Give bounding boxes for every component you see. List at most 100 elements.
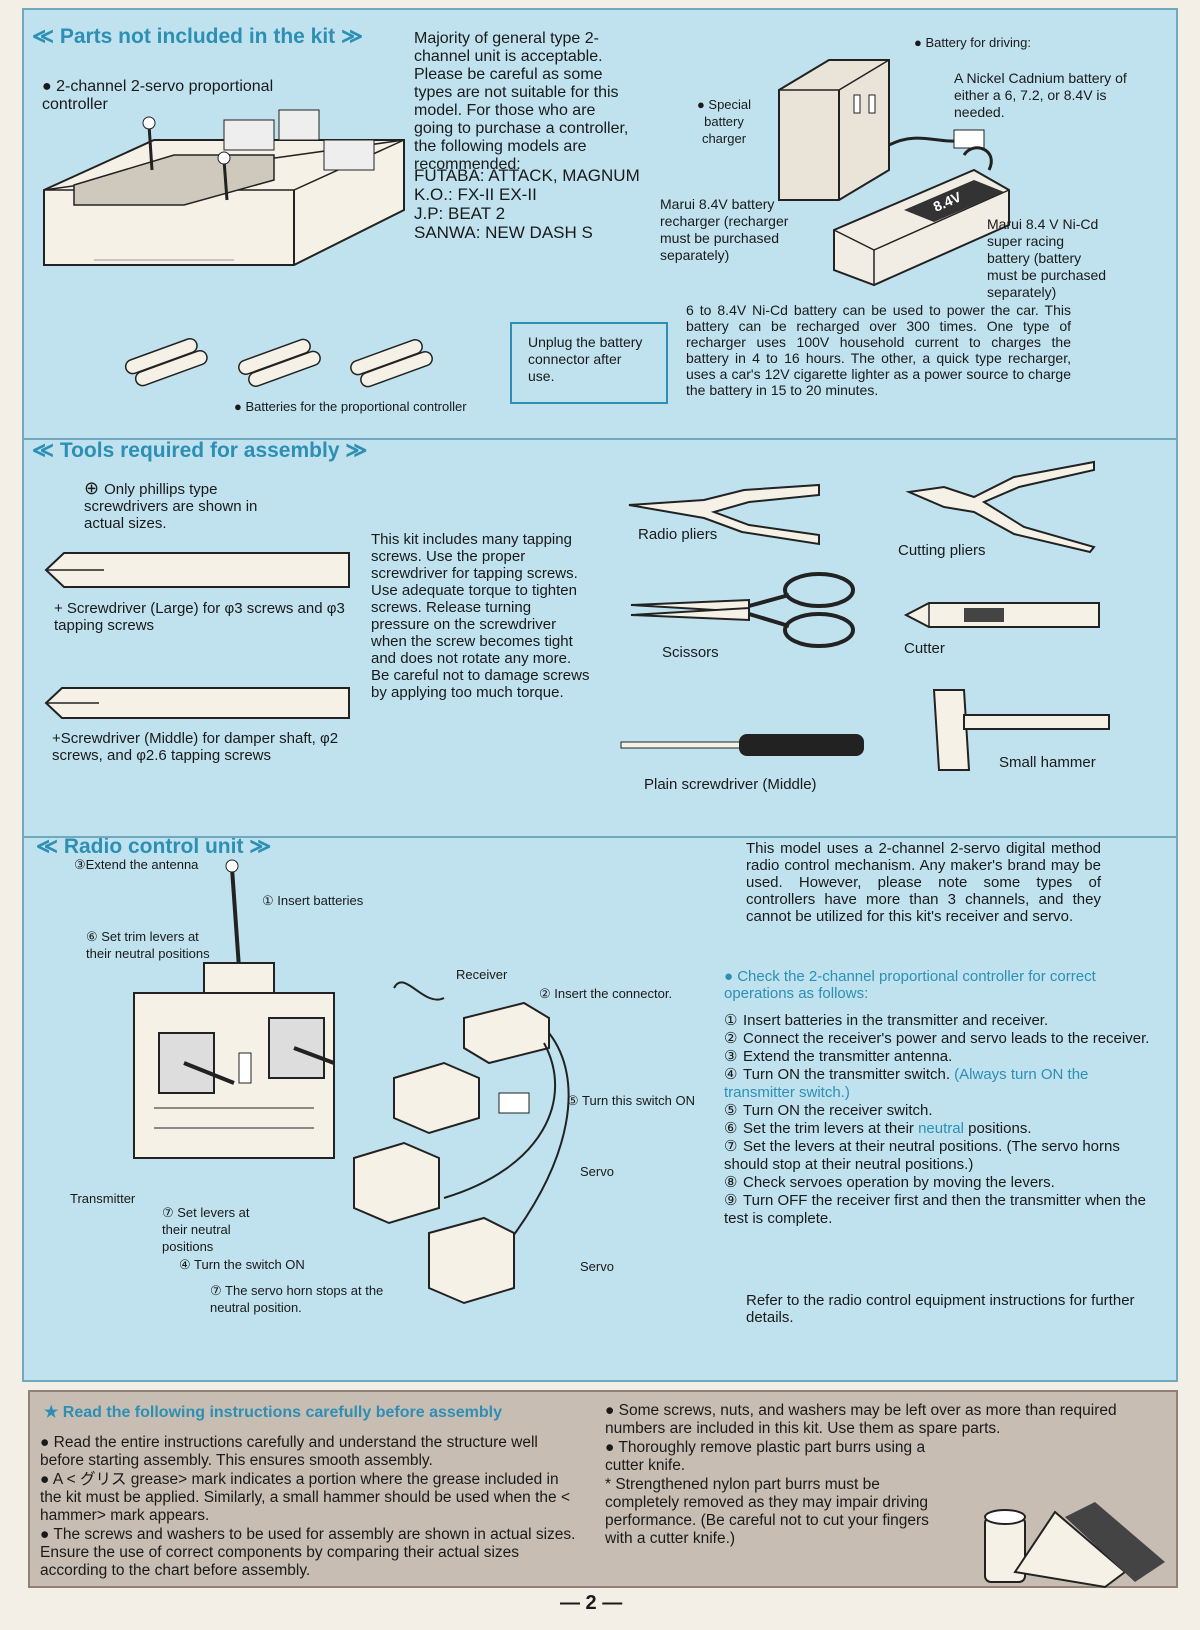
- recharger-text: Marui 8.4V battery recharger (recharger …: [660, 196, 789, 263]
- step-6-highlight: neutral: [918, 1120, 964, 1137]
- kit-text: This kit includes many tapping screws. U…: [371, 531, 590, 701]
- note-left-1: ● Read the entire instructions carefully…: [40, 1434, 538, 1469]
- screwdriver-middle-illustration: [44, 687, 350, 719]
- tools-section: ≪ Tools required for assembly ≫ ⊕ Only p…: [22, 438, 1178, 838]
- nicad-text: A Nickel Cadnium battery of either a 6, …: [954, 70, 1127, 120]
- batteries-label: ● Batteries for the proportional control…: [234, 399, 467, 414]
- note-left-3: ● The screws and washers to be used for …: [40, 1526, 576, 1579]
- plain-screwdriver-illustration: [620, 734, 864, 756]
- nicd-paragraph: 6 to 8.4V Ni-Cd battery can be used to p…: [686, 302, 1071, 398]
- model-ko: K.O.: FX-II EX-II: [414, 185, 537, 204]
- label-insert-connector: ② Insert the connector.: [539, 986, 673, 1001]
- charger-illustration: [778, 59, 985, 201]
- label-insert-batteries: ① Insert batteries: [262, 893, 364, 908]
- model-futaba: FUTABA: ATTACK, MAGNUM: [414, 166, 640, 185]
- tools-title: ≪ Tools required for assembly ≫: [32, 439, 368, 462]
- step-6-after: positions.: [968, 1120, 1032, 1137]
- step-1-number: ①: [724, 1012, 738, 1029]
- label-set-trim: ⑥ Set trim levers at their neutral posit…: [86, 929, 210, 961]
- step-8: ⑧ Check servoes operation by moving the l…: [724, 1174, 1154, 1192]
- small-hammer-label: Small hammer: [999, 754, 1096, 771]
- scissors-label: Scissors: [662, 644, 719, 661]
- hammer-illustration: [932, 689, 1110, 771]
- label-transmitter: Transmitter: [70, 1191, 136, 1206]
- label-servo-a: Servo: [580, 1164, 614, 1179]
- step-5-text: Turn ON the receiver switch.: [743, 1102, 933, 1119]
- label-servo-b: Servo: [580, 1259, 614, 1274]
- unplug-box: Unplug the battery connector after use.: [510, 322, 668, 404]
- label-switch-on: ⑤ Turn this switch ON: [567, 1093, 695, 1108]
- note-right-1: ● Some screws, nuts, and washers may be …: [605, 1402, 1117, 1437]
- step-9-number: ⑨: [724, 1192, 738, 1209]
- step-4-note: (Always turn ON the transmitter switch.): [724, 1066, 1089, 1101]
- controller-illustration: [43, 109, 405, 266]
- step-3: ③ Extend the transmitter antenna.: [724, 1048, 1154, 1066]
- racing-battery-text: Marui 8.4 V Ni-Cd super racing battery (…: [987, 216, 1107, 300]
- battery-pack-illustration: 8.4V: [833, 146, 1010, 287]
- step-2-number: ②: [724, 1030, 738, 1047]
- parts-section: ≪ Parts not included in the kit ≫ ● 2-ch…: [22, 8, 1178, 440]
- controller-label: ● 2-channel 2-servo proportional control…: [42, 78, 274, 113]
- step-3-text: Extend the transmitter antenna.: [743, 1048, 953, 1065]
- step-1: ① Insert batteries in the transmitter and…: [724, 1012, 1154, 1030]
- phillips-note: ⊕ Only phillips type screwdrivers are sh…: [84, 478, 294, 532]
- transmitter-illustration: [133, 859, 335, 1159]
- cutter-illustration: [903, 602, 1100, 628]
- notes-section: ★ Read the following instructions carefu…: [28, 1390, 1178, 1589]
- screwdriver-large-label: + Screwdriver (Large) for φ3 screws and …: [54, 600, 345, 634]
- models-text: Majority of general type 2-channel unit …: [414, 30, 629, 173]
- step-9-text: Turn OFF the receiver first and then the…: [724, 1192, 1146, 1227]
- screwdriver-large-illustration: [44, 552, 350, 588]
- label-turn-switch: ④ Turn the switch ON: [179, 1257, 305, 1272]
- step-8-text: Check servoes operation by moving the le…: [743, 1174, 1055, 1191]
- step-4-text: Turn ON the transmitter switch.: [743, 1066, 950, 1083]
- cutting-pliers-illustration: [905, 460, 1096, 554]
- step-5: ⑤ Turn ON the receiver switch.: [724, 1102, 1154, 1120]
- page-number: — 2 —: [560, 1592, 623, 1614]
- step-3-number: ③: [724, 1048, 738, 1065]
- step-6-text: Set the trim levers at their: [743, 1120, 914, 1137]
- label-horn-stops: ⑦ The servo horn stops at the neutral po…: [210, 1283, 384, 1315]
- label-receiver: Receiver: [456, 967, 508, 982]
- note-right-3: * Strengthened nylon part burrs must be …: [605, 1476, 929, 1547]
- cutter-knife-illustration: [984, 1502, 1165, 1589]
- notes-right-list: ● Some screws, nuts, and washers may be …: [605, 1402, 1170, 1549]
- notes-left-list: ● Read the entire instructions carefully…: [40, 1434, 580, 1581]
- step-8-number: ⑧: [724, 1174, 738, 1191]
- step-1-text: Insert batteries in the transmitter and …: [743, 1012, 1049, 1029]
- charger-label: ● Special battery charger: [696, 97, 752, 146]
- cutting-pliers-label: Cutting pliers: [898, 542, 986, 559]
- step-7-text: Set the levers at their neutral position…: [724, 1138, 1120, 1173]
- model-jp: J.P: BEAT 2: [414, 204, 506, 223]
- refer-text: Refer to the radio control equipment ins…: [746, 1292, 1135, 1326]
- note-right-2: ● Thoroughly remove plastic part burrs u…: [605, 1439, 926, 1474]
- phillips-icon: ⊕: [84, 478, 105, 498]
- step-5-number: ⑤: [724, 1102, 738, 1119]
- plain-screwdriver-label: Plain screwdriver (Middle): [644, 776, 817, 793]
- aa-batteries-illustration: [124, 337, 433, 388]
- label-set-levers: ⑦ Set levers at their neutral positions: [162, 1205, 250, 1254]
- models-list: FUTABA: ATTACK, MAGNUM K.O.: FX-II EX-II…: [414, 166, 684, 242]
- receiver-servo-illustration: [353, 981, 570, 1305]
- cutter-label: Cutter: [904, 640, 945, 657]
- step-2: ② Connect the receiver's power and servo …: [724, 1030, 1154, 1048]
- model-sanwa: SANWA: NEW DASH S: [414, 223, 593, 242]
- radio-title: ≪ Radio control unit ≫: [36, 836, 272, 858]
- note-left-2: ● A < グリス grease> mark indicates a porti…: [40, 1471, 570, 1524]
- parts-title: ≪ Parts not included in the kit ≫: [32, 25, 363, 48]
- notes-title: ★ Read the following instructions carefu…: [44, 1404, 502, 1421]
- check-steps: ① Insert batteries in the transmitter and…: [724, 1012, 1154, 1228]
- radio-intro: This model uses a 2-channel 2-servo digi…: [746, 840, 1101, 925]
- battery-driving-label: ● Battery for driving:: [914, 35, 1031, 50]
- phillips-note-text: Only phillips type screwdrivers are show…: [84, 481, 258, 532]
- scissors-illustration: [630, 572, 855, 648]
- radio-section: ≪ Radio control unit ≫ ③Extend the anten…: [22, 836, 1178, 1382]
- step-7-number: ⑦: [724, 1138, 738, 1155]
- step-2-text: Connect the receiver's power and servo l…: [743, 1030, 1150, 1047]
- radio-pliers-illustration: [628, 483, 820, 546]
- label-extend-antenna: ③Extend the antenna: [74, 857, 199, 872]
